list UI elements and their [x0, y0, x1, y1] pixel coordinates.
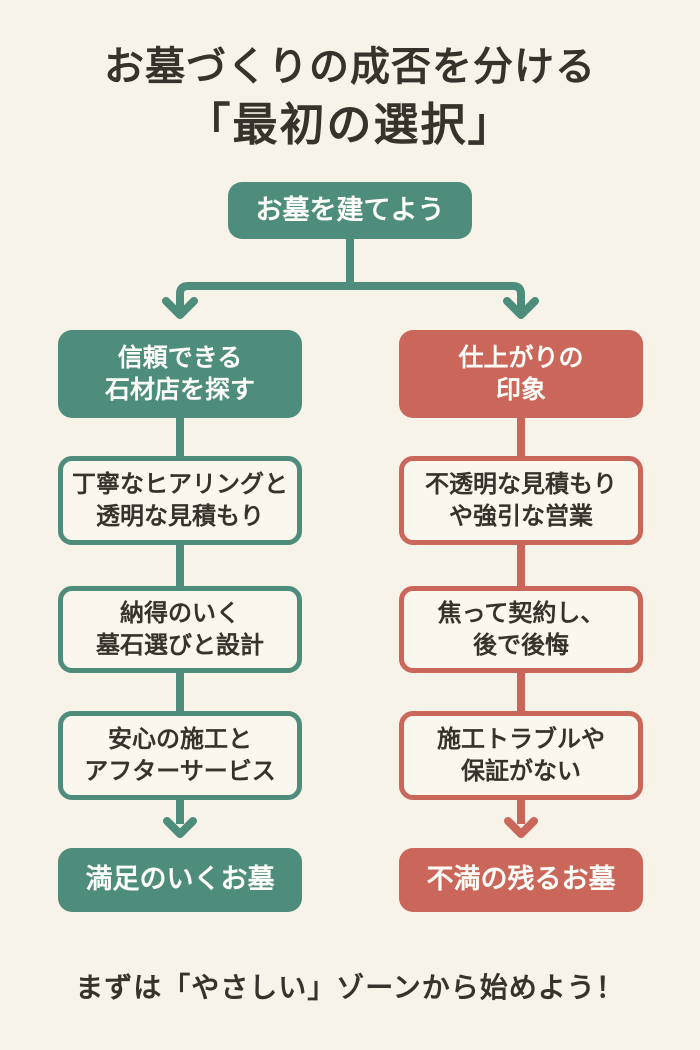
node-good-step-3-line1: 安心の施工と — [108, 726, 252, 754]
branch-arrow-right-icon — [503, 297, 539, 319]
good-result-arrow-icon — [163, 817, 197, 838]
node-good-step-1-line2: 透明な見積もり — [96, 502, 264, 530]
node-bad-header: 仕上がりの 印象 — [399, 330, 643, 418]
node-good-header-line2: 石材店を探す — [104, 376, 255, 404]
node-bad-step-1-line1: 不透明な見積もり — [425, 471, 617, 499]
node-good-step-2: 納得のいく 墓石選びと設計 — [58, 586, 302, 673]
node-good-step-3-line2: アフターサービス — [84, 757, 276, 785]
page-title-line1: お墓づくりの成否を分ける — [104, 45, 596, 89]
node-bad-step-3-line2: 保証がない — [461, 757, 581, 785]
node-bad-step-1-line2: や強引な営業 — [449, 502, 593, 530]
node-bad-step-2-line1: 焦って契約し、 — [437, 600, 605, 628]
node-good-header-line1: 信頼できる — [117, 343, 243, 372]
footer-note: まずは「やさしい」ゾーンから始めよう！ — [75, 972, 625, 1003]
node-bad-step-2-line2: 後で後悔 — [473, 631, 569, 659]
node-bad-step-3-line1: 施工トラブルや — [437, 726, 605, 754]
node-good-result-label: 満足のいくお墓 — [85, 864, 275, 895]
node-root: お墓を建てよう — [228, 182, 472, 239]
node-bad-step-3: 施工トラブルや 保証がない — [399, 711, 643, 800]
node-bad-result-label: 不満の残るお墓 — [426, 864, 616, 895]
node-good-step-1-line1: 丁寧なヒアリングと — [72, 471, 288, 499]
node-bad-step-2: 焦って契約し、 後で後悔 — [399, 586, 643, 673]
node-good-header: 信頼できる 石材店を探す — [58, 330, 302, 418]
branch-connector — [176, 282, 525, 310]
node-bad-step-1: 不透明な見積もり や強引な営業 — [399, 456, 643, 545]
page-title-line2: 「最初の選択」 — [185, 99, 515, 150]
bad-result-arrow-icon — [504, 817, 538, 838]
node-good-step-3: 安心の施工と アフターサービス — [58, 711, 302, 800]
branch-arrow-left-icon — [162, 297, 198, 319]
node-good-step-2-line1: 納得のいく — [120, 600, 240, 628]
node-root-label: お墓を建てよう — [255, 194, 445, 225]
node-bad-result: 不満の残るお墓 — [399, 848, 643, 912]
node-good-step-2-line2: 墓石選びと設計 — [96, 631, 264, 659]
node-bad-header-line2: 印象 — [495, 376, 546, 404]
node-good-result: 満足のいくお墓 — [58, 848, 302, 912]
node-good-step-1: 丁寧なヒアリングと 透明な見積もり — [58, 456, 302, 545]
node-bad-header-line1: 仕上がりの — [458, 343, 584, 372]
